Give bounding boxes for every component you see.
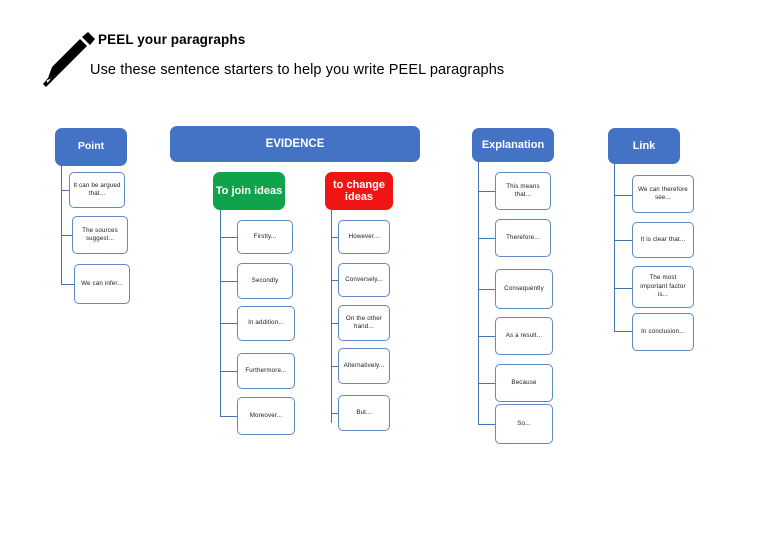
list-item[interactable]: Furthermore...	[237, 353, 295, 389]
connector-stub-change-3	[331, 323, 338, 325]
list-item[interactable]: Conversely...	[338, 263, 390, 297]
list-item[interactable]: It is clear that...	[632, 222, 694, 258]
list-item[interactable]: We can therefore see...	[632, 175, 694, 213]
list-item[interactable]: Moreover...	[237, 397, 295, 435]
page-subtitle: Use these sentence starters to help you …	[90, 62, 505, 78]
list-item[interactable]: In addition...	[237, 306, 295, 341]
column-header-evidence[interactable]: EVIDENCE	[170, 126, 420, 162]
connector-stub-link-3	[614, 288, 632, 290]
subgroup-header-to-change-ideas[interactable]: to change ideas	[325, 172, 393, 210]
list-item[interactable]: We can infer...	[74, 264, 130, 304]
list-item[interactable]: The sources suggest...	[72, 216, 128, 254]
connector-stub-join-4	[220, 371, 237, 373]
list-item[interactable]: Alternatively...	[338, 348, 390, 384]
list-item[interactable]: As a result...	[495, 317, 553, 355]
list-item[interactable]: Firstly...	[237, 220, 293, 254]
list-item[interactable]: However...	[338, 220, 390, 254]
list-item[interactable]: This means that...	[495, 172, 551, 210]
connector-stub-link-1	[614, 195, 632, 197]
list-item[interactable]: So...	[495, 404, 553, 444]
list-item[interactable]: On the other hand...	[338, 305, 390, 341]
connector-stub-point-3	[61, 284, 74, 286]
connector-stub-join-3	[220, 323, 237, 325]
title-block: PEEL your paragraphs Use these sentence …	[0, 0, 768, 110]
connector-stub-explanation-1	[478, 191, 495, 193]
pencil-icon	[43, 32, 95, 87]
column-header-point[interactable]: Point	[55, 128, 127, 166]
page-title: PEEL your paragraphs	[98, 32, 246, 47]
connector-stub-change-4	[331, 366, 338, 368]
connector-trunk-point	[61, 166, 63, 284]
connector-trunk-to-change-ideas	[331, 210, 333, 423]
connector-stub-link-4	[614, 331, 632, 333]
connector-stub-change-1	[331, 237, 338, 239]
connector-stub-point-1	[61, 190, 69, 192]
connector-stub-change-5	[331, 413, 338, 415]
list-item[interactable]: Therefore...	[495, 219, 551, 257]
list-item[interactable]: The most important factor is...	[632, 266, 694, 308]
connector-stub-join-5	[220, 416, 237, 418]
list-item[interactable]: Secondly	[237, 263, 293, 299]
connector-stub-explanation-6	[478, 424, 495, 426]
connector-trunk-to-join-ideas	[220, 210, 222, 417]
list-item[interactable]: Because	[495, 364, 553, 402]
connector-stub-explanation-5	[478, 383, 495, 385]
connector-stub-explanation-4	[478, 336, 495, 338]
connector-stub-explanation-2	[478, 238, 495, 240]
connector-stub-join-1	[220, 237, 237, 239]
list-item[interactable]: It can be argued that...	[69, 172, 125, 208]
list-item[interactable]: But...	[338, 395, 390, 431]
connector-stub-join-2	[220, 281, 237, 283]
column-header-link[interactable]: Link	[608, 128, 680, 164]
connector-trunk-link	[614, 164, 616, 331]
subgroup-header-to-join-ideas[interactable]: To join ideas	[213, 172, 285, 210]
list-item[interactable]: Consequently	[495, 269, 553, 309]
connector-stub-point-2	[61, 235, 72, 237]
connector-stub-explanation-3	[478, 289, 495, 291]
connector-trunk-explanation	[478, 162, 480, 424]
connector-stub-link-2	[614, 240, 632, 242]
column-header-explanation[interactable]: Explanation	[472, 128, 554, 162]
connector-stub-change-2	[331, 280, 338, 282]
list-item[interactable]: In conclusion...	[632, 313, 694, 351]
